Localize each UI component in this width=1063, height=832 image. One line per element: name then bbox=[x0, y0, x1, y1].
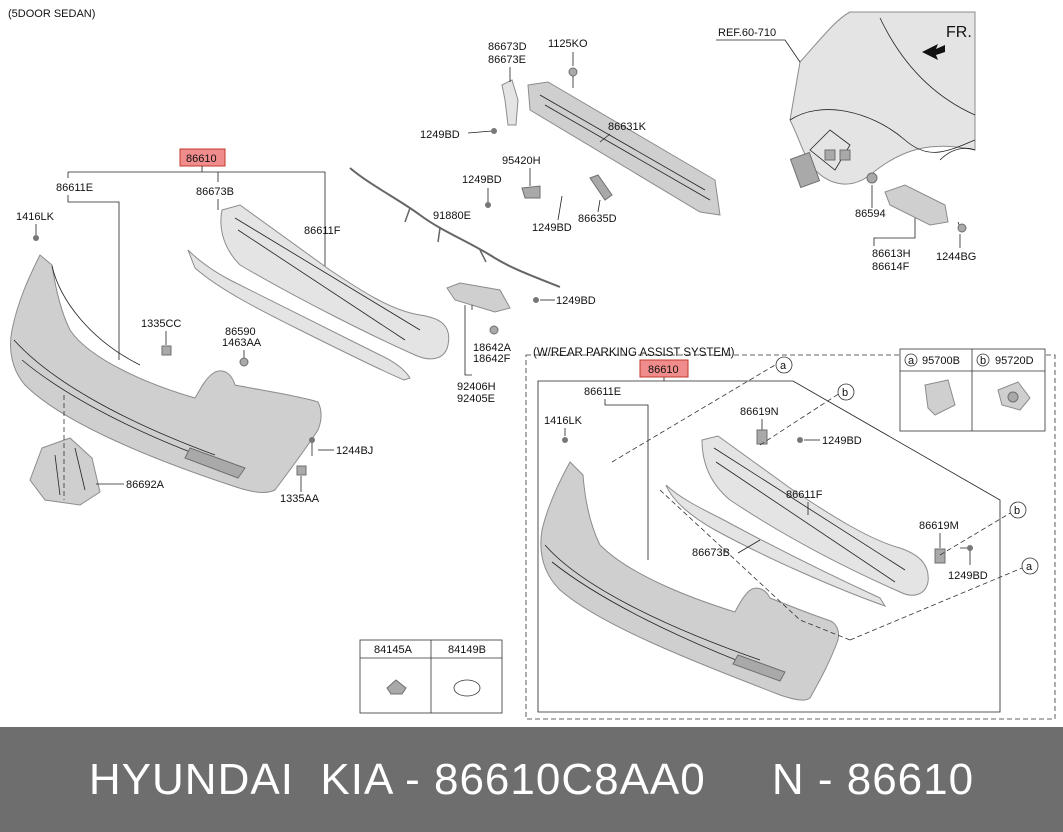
label-1335cc: 1335CC bbox=[141, 318, 181, 330]
label-1335aa: 1335AA bbox=[280, 493, 320, 505]
label-1125ko: 1125KO bbox=[548, 38, 588, 50]
front-arrow-icon bbox=[922, 44, 945, 60]
main-assembly-highlight bbox=[179, 148, 226, 167]
pas-section-title: (W/REAR PARKING ASSIST SYSTEM) bbox=[533, 347, 735, 359]
label-1249bd-b: 1249BD bbox=[462, 174, 502, 186]
label-86590: 86590 bbox=[225, 326, 256, 338]
ref-leader bbox=[716, 39, 801, 63]
pas-bumper-cover-illustration bbox=[540, 461, 839, 701]
label-91880e: 91880E bbox=[433, 210, 471, 222]
label-86610-pas: 86610 bbox=[648, 364, 679, 376]
label-1249bd-d: 1249BD bbox=[556, 295, 596, 307]
label-1249bd-c: 1249BD bbox=[532, 222, 572, 234]
legend-84145a: 84145A bbox=[374, 644, 413, 656]
label-86635d: 86635D bbox=[578, 213, 617, 225]
callout-a-right: a bbox=[1026, 561, 1033, 573]
callout-b-right: b bbox=[1014, 505, 1020, 517]
label-1416lk-pas: 1416LK bbox=[544, 415, 583, 427]
label-86611e-main: 86611E bbox=[56, 182, 93, 194]
label-86594: 86594 bbox=[855, 208, 886, 220]
label-86673e: 86673E bbox=[488, 54, 526, 66]
label-86619n: 86619N bbox=[740, 406, 779, 418]
label-92405e: 92405E bbox=[457, 393, 495, 405]
label-86631k: 86631K bbox=[608, 121, 647, 133]
part-number-footer: HYUNDAI KIA - 86610C8AA0 N - 86610 bbox=[0, 727, 1063, 832]
label-86673b-main: 86673B bbox=[196, 186, 234, 198]
pas-section-frame bbox=[525, 354, 1056, 720]
ref-label: REF.60-710 bbox=[718, 27, 776, 39]
label-1249bd-pas-b: 1249BD bbox=[948, 570, 988, 582]
label-1244bg: 1244BG bbox=[936, 251, 976, 263]
label-18642a: 18642A bbox=[473, 342, 512, 354]
label-1416lk-main: 1416LK bbox=[16, 211, 55, 223]
label-18642f: 18642F bbox=[473, 353, 511, 365]
label-86673b-pas: 86673B bbox=[692, 547, 730, 559]
legend-84149b: 84149B bbox=[448, 644, 486, 656]
parts-diagram: (5DOOR SEDAN) REF.60-710 FR. 86594 86613… bbox=[8, 8, 1056, 720]
sensor-legend-table bbox=[899, 348, 1046, 432]
legend-key-b: b bbox=[980, 355, 986, 367]
label-86611e-pas: 86611E bbox=[584, 386, 621, 398]
label-1244bj: 1244BJ bbox=[336, 445, 373, 457]
callout-a-top: a bbox=[780, 360, 787, 372]
front-label: FR. bbox=[946, 24, 972, 41]
footer-part-number-text: HYUNDAI KIA - 86610C8AA0 N - 86610 bbox=[88, 754, 975, 804]
label-92406h: 92406H bbox=[457, 381, 496, 393]
label-86692a: 86692A bbox=[126, 479, 165, 491]
reflector-lamp-illustration bbox=[446, 282, 539, 335]
label-86619m: 86619M bbox=[919, 520, 959, 532]
label-86613h: 86613H bbox=[872, 248, 911, 260]
wiring-harness bbox=[349, 167, 561, 288]
pas-grille-insert-illustration bbox=[701, 435, 929, 596]
variant-note: (5DOOR SEDAN) bbox=[8, 8, 95, 20]
label-1249bd-a: 1249BD bbox=[420, 129, 460, 141]
lower-lip-illustration bbox=[187, 249, 411, 381]
label-86673d: 86673D bbox=[488, 41, 527, 53]
label-1249bd-pas-a: 1249BD bbox=[822, 435, 862, 447]
legend-key-a: a bbox=[908, 355, 915, 367]
label-86610-main: 86610 bbox=[186, 153, 217, 165]
beam-illustration bbox=[501, 67, 721, 216]
grille-insert-illustration bbox=[220, 204, 450, 360]
label-86611f-pas: 86611F bbox=[786, 489, 823, 501]
label-95420h: 95420H bbox=[502, 155, 541, 167]
bumper-cover-illustration bbox=[10, 254, 322, 493]
label-86614f: 86614F bbox=[872, 261, 910, 273]
callout-b-top: b bbox=[842, 387, 848, 399]
bumper-bracket-illustration bbox=[29, 437, 101, 506]
label-86611f-main: 86611F bbox=[304, 225, 341, 237]
label-1463aa: 1463AA bbox=[222, 337, 262, 349]
legend-95700b: 95700B bbox=[922, 355, 960, 367]
side-bracket-illustration bbox=[866, 172, 967, 233]
pas-lower-lip-illustration bbox=[665, 484, 887, 607]
legend-95720d: 95720D bbox=[995, 355, 1034, 367]
fastener-legend-table bbox=[359, 639, 503, 714]
